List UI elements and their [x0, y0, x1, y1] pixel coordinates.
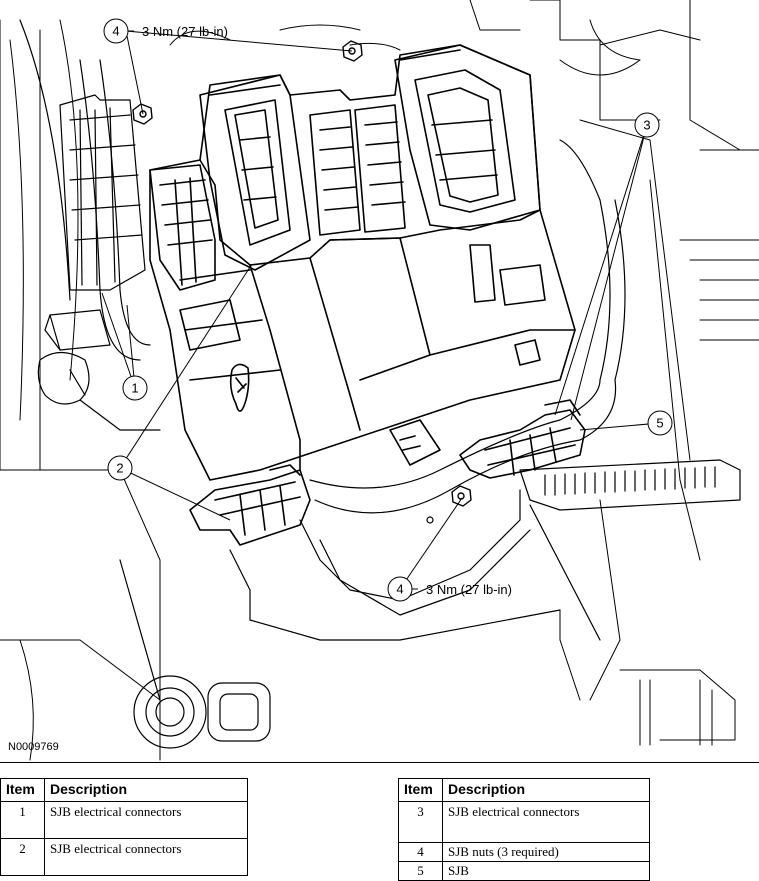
grommets — [133, 675, 271, 749]
left-connector — [44, 94, 146, 351]
callout-1: 1 — [122, 375, 148, 401]
legend-header-row: Item Description — [0, 778, 248, 802]
legend-row: 2 SJB electrical connectors — [0, 838, 248, 876]
callout-3: 3 — [634, 112, 660, 138]
item-number: 2 — [0, 838, 45, 876]
item-description: SJB nuts (3 required) — [442, 842, 650, 862]
bottom-connector — [189, 464, 311, 546]
item-number: 1 — [0, 801, 45, 839]
top-connector-left — [199, 74, 311, 271]
callout-4-bottom: 4 3 Nm (27 lb-in) — [387, 576, 512, 602]
legend-row: 4 SJB nuts (3 required) — [398, 842, 650, 862]
svg-text:5: 5 — [656, 416, 663, 431]
svg-text:3 Nm (27 lb-in): 3 Nm (27 lb-in) — [426, 582, 512, 597]
legend-row: 5 SJB — [398, 861, 650, 881]
header-description: Description — [44, 778, 248, 802]
item-description: SJB — [442, 861, 650, 881]
item-number: 5 — [398, 861, 443, 881]
background-structure — [0, 0, 759, 761]
svg-text:3: 3 — [643, 118, 650, 133]
top-connector-right — [394, 44, 541, 231]
legend-row: 3 SJB electrical connectors — [398, 801, 650, 843]
svg-text:2: 2 — [116, 461, 123, 476]
item-number: 3 — [398, 801, 443, 843]
item-description: SJB electrical connectors — [44, 838, 248, 876]
callout-2: 2 — [107, 455, 133, 481]
header-description: Description — [442, 778, 650, 802]
figure-id: N0009769 — [8, 741, 59, 753]
callout-4-top: 4 3 Nm (27 lb-in) — [103, 18, 228, 44]
svg-text:1: 1 — [131, 381, 138, 396]
item-description: SJB electrical connectors — [44, 801, 248, 839]
floor-component — [37, 351, 161, 431]
scuff-plate — [519, 459, 741, 641]
sjb-line-illustration: 4 3 Nm (27 lb-in) 3 1 2 5 4 3 Nm (27 lb-… — [0, 0, 759, 761]
leader-lines — [101, 30, 661, 590]
svg-text:3 Nm (27 lb-in): 3 Nm (27 lb-in) — [142, 24, 228, 39]
item-number: 4 — [398, 842, 443, 862]
svg-text:4: 4 — [396, 582, 403, 597]
item-description: SJB electrical connectors — [442, 801, 650, 843]
sjb-nuts — [132, 40, 472, 507]
header-item: Item — [398, 778, 443, 802]
svg-text:4: 4 — [112, 24, 119, 39]
right-connector — [459, 399, 586, 479]
legend-table-left: Item Description 1 SJB electrical connec… — [0, 778, 248, 876]
legend-header-row: Item Description — [398, 778, 650, 802]
legend-table-right: Item Description 3 SJB electrical connec… — [398, 778, 650, 881]
sjb-body — [149, 44, 576, 481]
legend-row: 1 SJB electrical connectors — [0, 801, 248, 839]
header-item: Item — [0, 778, 45, 802]
wiring-harness — [19, 19, 626, 514]
callout-5: 5 — [647, 410, 673, 436]
divider-rule — [0, 762, 759, 763]
mounting-bracket — [119, 489, 561, 701]
